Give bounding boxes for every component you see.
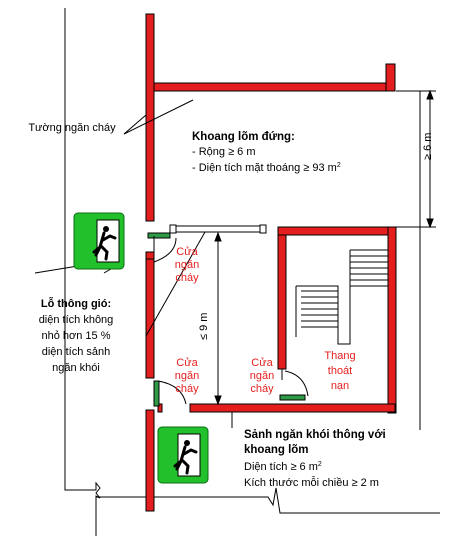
recess-title: Khoang lõm đứng: [192, 131, 295, 143]
stair-label-1: Thang [324, 350, 356, 362]
stair-label-2: thoát [327, 365, 353, 377]
fire-walls [145, 13, 397, 512]
fire-door-label-stair: Cửa ngăn cháy [249, 357, 275, 395]
lobby-area: Diện tích ≥ 6 m2 [244, 461, 322, 473]
vent-line-3: diện tích sảnh [41, 346, 111, 358]
lobby-title-2: khoang lõm [244, 444, 309, 456]
dimension-lines [214, 89, 436, 406]
stair-label-3: nạn [330, 380, 350, 392]
vent-line-1: diện tích không [38, 314, 114, 326]
building-outline [64, 8, 440, 536]
wall-stair-top [277, 226, 396, 236]
lobby-height-dimension: ≤ 9 m [198, 312, 210, 340]
wall-lobby-bottom [189, 403, 396, 413]
door-lower-left [153, 380, 187, 407]
stairs [295, 249, 388, 345]
wall-left-lower [145, 409, 155, 512]
recess-area: - Diện tích mặt thoáng ≥ 93 m2 [192, 162, 341, 174]
vent-title: Lỗ thông gió: [40, 298, 112, 310]
vent-line-2: nhỏ hơn 15 % [41, 330, 111, 342]
wall-top-right-stub [385, 63, 396, 92]
firewall-label: Tường ngăn cháy [28, 122, 116, 134]
doors [146, 232, 309, 407]
lobby-title-1: Sảnh ngăn khói thông với [244, 429, 386, 441]
recess-depth-dimension: ≥ 6 m [422, 132, 434, 160]
door-stair [279, 369, 309, 401]
exit-sign-icon [73, 212, 125, 270]
fire-door-label-lower: Cửa ngăn cháy [174, 357, 200, 395]
door-upper-left [146, 232, 177, 263]
lobby-dimension: Kích thước mỗi chiều ≥ 2 m [244, 477, 379, 489]
recess-width: - Rộng ≥ 6 m [192, 146, 256, 158]
wall-stair-right [387, 226, 397, 414]
wall-top [153, 82, 396, 92]
vent-line-4: ngăn khói [52, 362, 100, 374]
wall-lobby-bottom-left [157, 403, 163, 413]
wall-stair-left [277, 232, 287, 370]
fire-door-label-upper: Cửa ngăn cháy [174, 246, 200, 284]
wall-left-middle [145, 251, 155, 379]
exit-sign-icon [157, 426, 209, 484]
wall-left-upper [145, 13, 155, 222]
